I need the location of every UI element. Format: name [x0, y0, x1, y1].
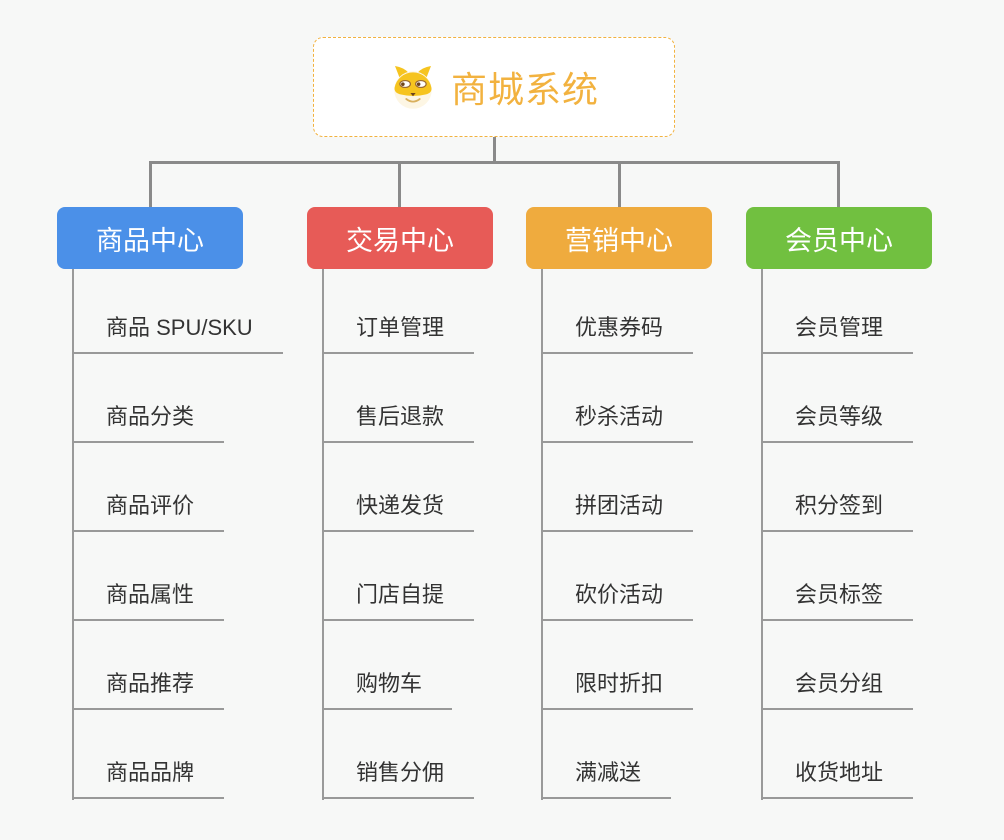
leaf-node[interactable]: 优惠券码 [541, 314, 694, 354]
connector-drop [149, 161, 152, 207]
branch-line [72, 269, 74, 800]
leaf-node[interactable]: 满减送 [541, 759, 672, 799]
leaf-node[interactable]: 积分签到 [761, 492, 914, 532]
leaf-node[interactable]: 砍价活动 [541, 581, 694, 621]
leaf-node[interactable]: 会员管理 [761, 314, 914, 354]
connector-drop [837, 161, 840, 207]
root-title: 商城系统 [450, 69, 599, 110]
leaf-node[interactable]: 售后退款 [322, 403, 475, 443]
leaf-node[interactable]: 订单管理 [322, 314, 475, 354]
leaf-node[interactable]: 快递发货 [322, 492, 475, 532]
branch-node-trade-center[interactable]: 交易中心 [307, 207, 493, 269]
dog-face-icon [394, 66, 432, 109]
leaf-node[interactable]: 会员标签 [761, 581, 914, 621]
leaf-node[interactable]: 商品评价 [72, 492, 225, 532]
leaf-node[interactable]: 限时折扣 [541, 670, 694, 710]
leaf-node[interactable]: 商品属性 [72, 581, 225, 621]
leaf-node[interactable]: 商品推荐 [72, 670, 225, 710]
branch-node-member-center[interactable]: 会员中心 [746, 207, 932, 269]
branch-node-product-center[interactable]: 商品中心 [57, 207, 243, 269]
connector-drop [398, 161, 401, 207]
leaf-node[interactable]: 会员等级 [761, 403, 914, 443]
branch-line [322, 269, 324, 800]
branch-node-marketing-center[interactable]: 营销中心 [526, 207, 712, 269]
leaf-node[interactable]: 拼团活动 [541, 492, 694, 532]
branch-line [761, 269, 763, 800]
leaf-node[interactable]: 购物车 [322, 670, 453, 710]
connector-bus [149, 161, 840, 164]
leaf-node[interactable]: 会员分组 [761, 670, 914, 710]
root-node[interactable]: 商城系统 [313, 37, 675, 137]
leaf-node[interactable]: 收货地址 [761, 759, 914, 799]
connector-root-stem [493, 137, 496, 162]
connector-drop [618, 161, 621, 207]
leaf-node[interactable]: 商品 SPU/SKU [72, 314, 283, 354]
branch-line [541, 269, 543, 800]
leaf-node[interactable]: 商品分类 [72, 403, 225, 443]
leaf-node[interactable]: 门店自提 [322, 581, 475, 621]
leaf-node[interactable]: 秒杀活动 [541, 403, 694, 443]
leaf-node[interactable]: 商品品牌 [72, 759, 225, 799]
leaf-node[interactable]: 销售分佣 [322, 759, 475, 799]
